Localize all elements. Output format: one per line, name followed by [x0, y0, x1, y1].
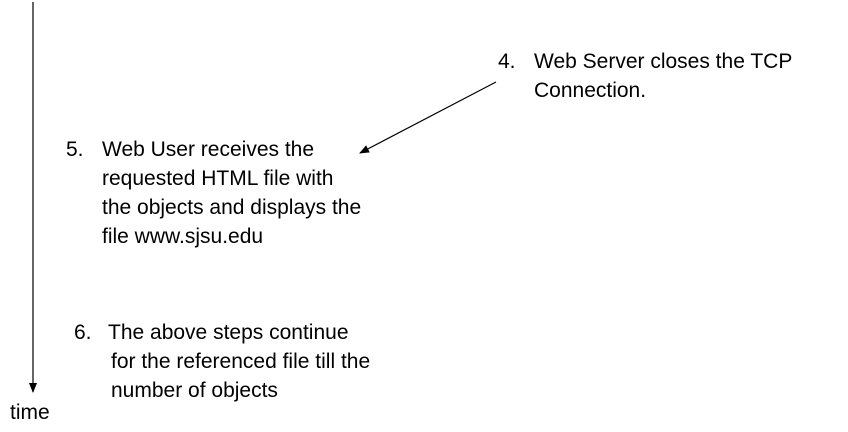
step-text: The above steps continue for the referen… [108, 318, 370, 405]
step-number: 5. [66, 138, 84, 161]
step-text-line: requested HTML file with [102, 167, 334, 190]
step-text-line: the objects and displays the [102, 196, 362, 219]
server-to-user-arrow [359, 81, 497, 154]
time-axis-label: time [10, 401, 50, 424]
step-text-line: Web Server closes the TCP [534, 50, 793, 73]
step-text-line: The above steps continue [108, 321, 349, 344]
step-text: Web User receives the requested HTML fil… [102, 135, 361, 251]
step-number: 6. [74, 321, 92, 344]
step-text-line: number of objects [111, 379, 278, 402]
step-text-line: Web User receives the [102, 138, 315, 161]
step-text-line: for the referenced file till the [111, 350, 371, 373]
step-text-line: file www.sjsu.edu [102, 225, 264, 248]
step-number: 4. [498, 50, 516, 73]
step-text: Web Server closes the TCP Connection. [534, 47, 792, 105]
step-text-line: Connection. [534, 79, 647, 102]
